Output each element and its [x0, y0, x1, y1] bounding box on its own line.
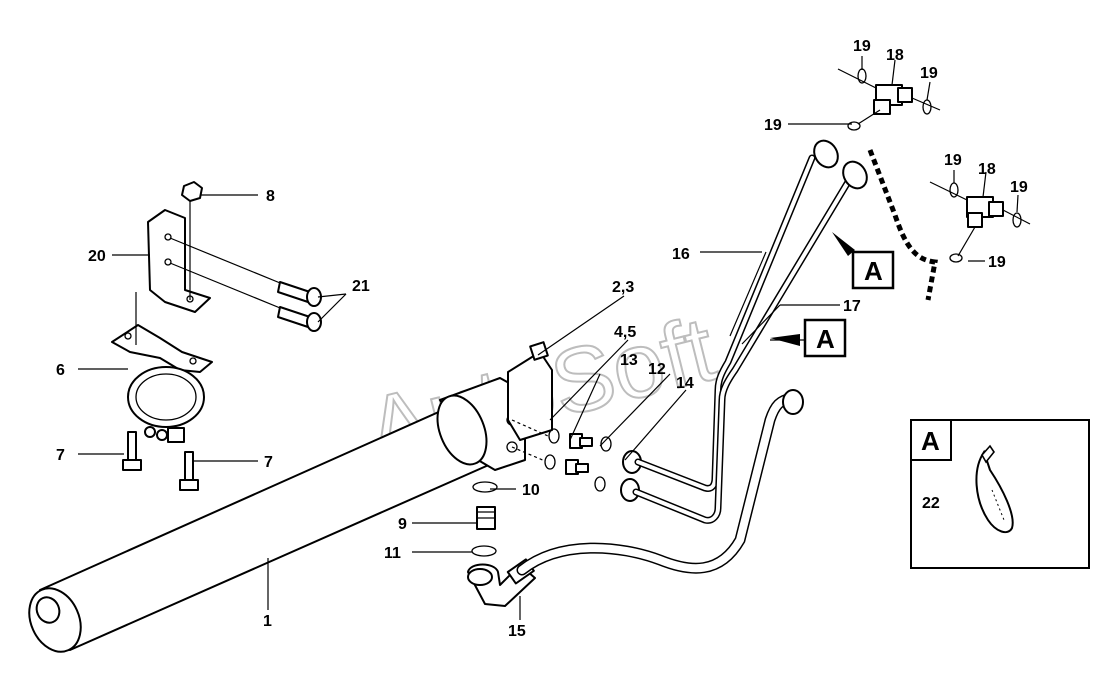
detail-box-a: A 22 [910, 419, 1090, 569]
callout-18-lower: 18 [978, 161, 996, 178]
detail-box-title: A [921, 426, 940, 456]
callout-17: 17 [843, 298, 861, 315]
cylinder-head-block [436, 377, 526, 471]
callout-18-upper: 18 [886, 47, 904, 64]
callout-10: 10 [522, 482, 540, 499]
svg-text:A: A [864, 256, 883, 286]
bolt-lower-right [179, 451, 199, 491]
screw-lower [169, 262, 322, 332]
callout-7-right: 7 [264, 454, 273, 471]
callout-15: 15 [508, 623, 526, 640]
callout-12: 12 [648, 361, 666, 378]
callout-8: 8 [266, 188, 275, 205]
bracket [147, 209, 211, 313]
pipe-17 [632, 160, 868, 524]
o-ring-lower [471, 545, 497, 557]
callout-13: 13 [620, 352, 638, 369]
valve-block [507, 341, 553, 441]
pipe-16 [634, 139, 839, 492]
callout-6: 6 [56, 362, 65, 379]
callout-4-5: 4,5 [614, 324, 636, 341]
screw-upper [169, 237, 322, 307]
cable-tie-strap [867, 149, 938, 301]
callout-14: 14 [676, 375, 694, 392]
tee-fitting-upper [837, 68, 941, 131]
hex-nut [181, 181, 203, 300]
callout-19-b: 19 [920, 65, 938, 82]
hose-15 [516, 389, 804, 576]
adapter-lower [544, 454, 640, 502]
detail-ref-upper: A [832, 232, 895, 290]
callout-11: 11 [384, 545, 401, 562]
bolt-lower-left [122, 431, 142, 471]
callout-7-left: 7 [56, 447, 65, 464]
leader-lines [78, 56, 1019, 620]
callout-19-e: 19 [1010, 179, 1028, 196]
svg-text:A: A [816, 324, 835, 354]
callout-9: 9 [398, 516, 407, 533]
callout-20: 20 [88, 248, 106, 265]
callout-19-c: 19 [764, 117, 782, 134]
pipe-clamp [111, 324, 213, 443]
callout-19-d: 19 [944, 152, 962, 169]
callout-21: 21 [352, 278, 370, 295]
cylinder-tube [28, 397, 501, 653]
connector-fitting [476, 506, 496, 530]
callout-16: 16 [672, 246, 690, 263]
tee-fitting-lower [929, 181, 1031, 263]
cable-tie [975, 444, 1014, 534]
callout-1: 1 [263, 613, 272, 630]
callout-22: 22 [922, 495, 940, 512]
callout-19-a: 19 [853, 38, 871, 55]
callout-19-f: 19 [988, 254, 1006, 271]
callout-2-3: 2,3 [612, 279, 634, 296]
detail-ref-lower: A [770, 318, 847, 358]
o-ring-upper [472, 481, 498, 493]
